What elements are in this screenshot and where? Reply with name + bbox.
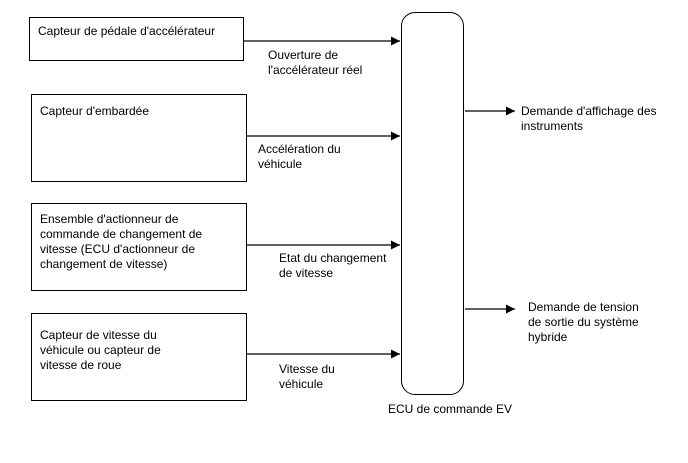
signal-accelerator-opening-label: Ouverture de l'accélérateur réel [268, 48, 363, 77]
yaw-sensor-box: Capteur d'embardée [31, 94, 247, 182]
output-hybrid-voltage-request-label: Demande de tension de sortie du système … [528, 300, 639, 344]
ev-control-ecu-block [401, 12, 464, 395]
vehicle-speed-sensor-box: Capteur de vitesse du véhicule ou capteu… [31, 313, 247, 401]
output-instrument-display-request-label: Demande d'affichage des instruments [521, 104, 657, 133]
ecu-caption: ECU de commande EV [388, 402, 513, 416]
signal-shift-state-label: Etat du changement de vitesse [279, 251, 387, 280]
signal-vehicle-speed-label: Vitesse du véhicule [279, 362, 335, 391]
signal-vehicle-acceleration-label: Accélération du véhicule [258, 142, 341, 171]
shift-actuator-box: Ensemble d'actionneur de commande de cha… [31, 203, 247, 291]
accelerator-pedal-sensor-box: Capteur de pédale d'accélérateur [29, 17, 244, 61]
